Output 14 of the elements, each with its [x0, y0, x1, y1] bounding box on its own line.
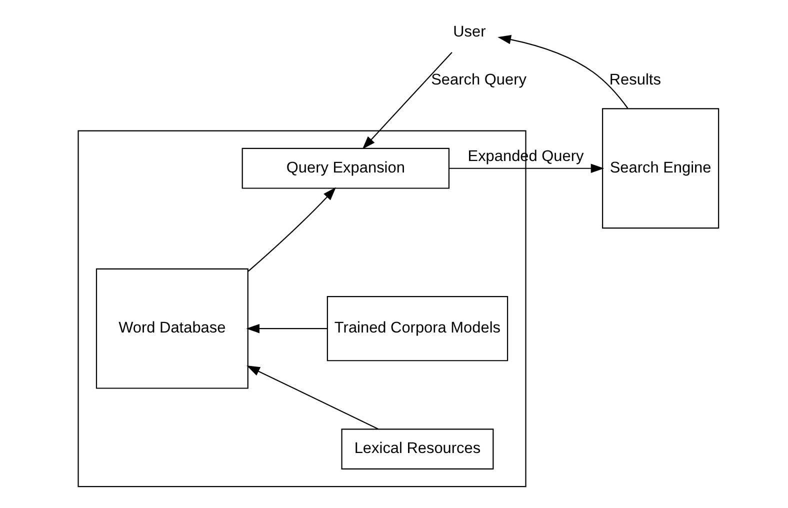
edge-label: Search Query — [431, 72, 526, 89]
arrow — [362, 52, 452, 150]
arrow — [248, 187, 336, 272]
node-text: User — [453, 24, 486, 41]
arrow — [246, 324, 328, 334]
node-box: Trained Corpora Models — [326, 296, 508, 362]
node-box: Query Expansion — [242, 148, 450, 189]
arrow — [246, 366, 378, 430]
node-box: Word Database — [96, 268, 248, 389]
node-box: Search Engine — [602, 108, 720, 229]
arrow — [498, 34, 628, 109]
arrow — [449, 164, 604, 174]
edge-label: Results — [609, 72, 661, 89]
node-box: Lexical Resources — [341, 428, 494, 470]
